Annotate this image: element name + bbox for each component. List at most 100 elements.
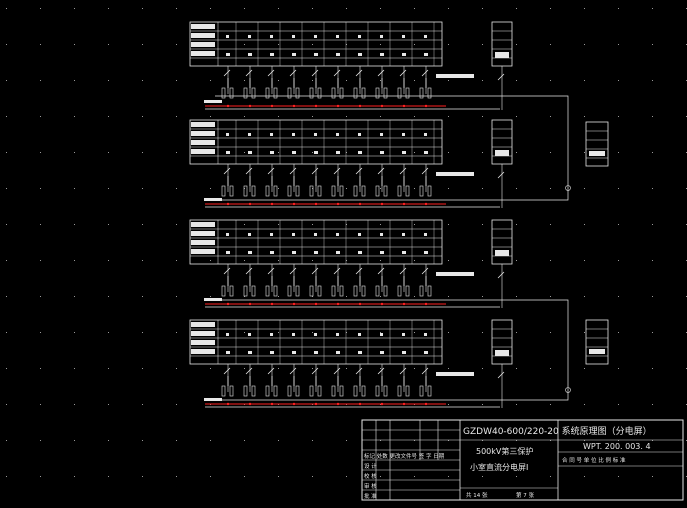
grid-dot: [618, 476, 619, 477]
grid-dot: [346, 404, 347, 405]
fuse-symbol: [361, 185, 366, 197]
panel-3: [189, 219, 513, 308]
grid-dot: [108, 224, 109, 225]
grid-dot: [142, 332, 143, 333]
feeder-mark: [424, 233, 427, 236]
grid-dot: [380, 296, 381, 297]
grid-dot: [516, 224, 517, 225]
grid-dot: [210, 368, 211, 369]
feeder-mark: [248, 233, 251, 236]
bus-label-block: [204, 398, 222, 401]
bus-label-block: [204, 198, 222, 201]
grid-dot: [312, 44, 313, 45]
grid-dot: [108, 152, 109, 153]
panel-table: [189, 21, 443, 67]
side-box-label: [589, 349, 605, 354]
grid-dot: [312, 368, 313, 369]
breaker-symbol: [333, 267, 341, 286]
grid-dot: [6, 152, 7, 153]
grid-dot: [346, 188, 347, 189]
feeder-mark: [226, 333, 229, 336]
grid-dot: [652, 152, 653, 153]
grid-dot: [346, 332, 347, 333]
feeder-mark: [358, 351, 362, 354]
feeder-mark: [314, 333, 317, 336]
breaker-symbol: [399, 367, 407, 386]
breaker-symbol: [333, 367, 341, 386]
fuse-symbol: [383, 185, 388, 197]
breaker-symbol: [223, 367, 231, 386]
header-cell: [191, 122, 215, 127]
feeder-mark: [226, 251, 230, 254]
grid-dot: [278, 440, 279, 441]
grid-dot: [516, 332, 517, 333]
grid-dot: [210, 404, 211, 405]
grid-dot: [6, 188, 7, 189]
grid-dot: [176, 8, 177, 9]
incoming-switch: [497, 73, 505, 81]
grid-dot: [618, 404, 619, 405]
feeder-mark: [424, 53, 428, 56]
grid-dot: [380, 8, 381, 9]
grid-dot: [516, 440, 517, 441]
feeder-mark: [358, 333, 361, 336]
grid-dot: [448, 152, 449, 153]
fuse-symbol: [331, 285, 336, 297]
grid-dot: [448, 368, 449, 369]
feeder-mark: [380, 35, 383, 38]
fuse-symbol: [361, 285, 366, 297]
fuse-symbol: [265, 87, 270, 99]
breaker-symbol: [267, 267, 275, 286]
header-cell: [191, 24, 215, 29]
grid-dot: [142, 368, 143, 369]
fuse-symbol: [339, 185, 344, 197]
bus-label-block: [204, 100, 222, 103]
feeder-mark: [314, 133, 317, 136]
grid-dot: [6, 44, 7, 45]
side-box-2: [585, 319, 609, 365]
grid-dot: [278, 476, 279, 477]
fuse-symbol: [287, 87, 292, 99]
grid-dot: [210, 80, 211, 81]
grid-dot: [6, 368, 7, 369]
grid-dot: [550, 260, 551, 261]
feeder-mark: [292, 133, 295, 136]
panel-4: [189, 319, 513, 408]
grid-dot: [652, 404, 653, 405]
fuse-symbol: [427, 87, 432, 99]
feeder-mark: [292, 251, 296, 254]
header-cell: [191, 322, 215, 327]
grid-dot: [550, 404, 551, 405]
grid-dot: [142, 80, 143, 81]
fuse-symbol: [309, 87, 314, 99]
fuse-symbol: [397, 87, 402, 99]
fuse-symbol: [251, 385, 256, 397]
grid-dot: [244, 80, 245, 81]
grid-dot: [516, 404, 517, 405]
feeder-mark: [248, 133, 251, 136]
feeder-mark: [270, 53, 274, 56]
breaker-symbol: [311, 69, 319, 88]
grid-dot: [618, 224, 619, 225]
grid-dot: [618, 260, 619, 261]
drawing-subtitle-1: 500kV第三保护: [476, 446, 533, 456]
fuse-symbol: [375, 285, 380, 297]
feeder-mark: [402, 233, 405, 236]
snap-grid: [6, 8, 687, 477]
feeder-mark: [292, 53, 296, 56]
header-cell: [191, 249, 215, 254]
grid-dot: [516, 44, 517, 45]
grid-dot: [448, 116, 449, 117]
grid-dot: [6, 260, 7, 261]
grid-dot: [176, 116, 177, 117]
grid-dot: [6, 296, 7, 297]
grid-dot: [414, 440, 415, 441]
grid-dot: [346, 224, 347, 225]
grid-dot: [142, 440, 143, 441]
grid-dot: [550, 332, 551, 333]
grid-dot: [108, 260, 109, 261]
feeder-mark: [402, 251, 406, 254]
grid-dot: [74, 116, 75, 117]
fuse-symbol: [405, 385, 410, 397]
grid-dot: [652, 296, 653, 297]
